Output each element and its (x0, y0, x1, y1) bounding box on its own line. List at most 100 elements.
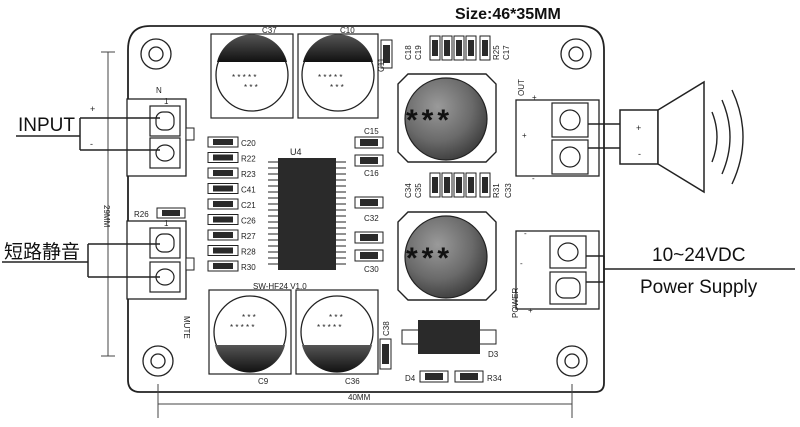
cap-c16: C16 (354, 154, 384, 178)
label-c18: C18 (404, 45, 413, 60)
diode-d3: D3 (401, 320, 499, 359)
part-c21: C21 (207, 198, 256, 210)
cap-c15: C15 (354, 127, 384, 149)
svg-text:C32: C32 (364, 214, 379, 223)
part-c20: C20 (207, 136, 256, 148)
dimension-width: 40MM (157, 384, 573, 418)
cap-c11: C11 (377, 39, 393, 72)
cap-c30-a (354, 231, 384, 244)
input-connector: N 1 (126, 86, 195, 177)
mount-hole-bl (142, 345, 174, 377)
out-plus2-silk: + (522, 131, 527, 140)
svg-text:D4: D4 (405, 374, 416, 383)
smd-top-2 (453, 35, 465, 61)
label-c19: C19 (414, 45, 423, 60)
svg-text:* * * * *: * * * * * (232, 73, 256, 82)
input-plus: + (90, 104, 95, 114)
part-c41: C41 (207, 183, 256, 195)
svg-text:-: - (638, 149, 641, 159)
label-r31: R31 (492, 183, 501, 198)
input-label: INPUT (18, 115, 75, 136)
part-r23: R23 (207, 167, 256, 179)
part-c26: C26 (207, 214, 256, 226)
smd-top-right (429, 35, 491, 61)
label-c34: C34 (404, 183, 413, 198)
input-ref: N (156, 86, 162, 95)
mute-connector: 1 MUTE (126, 219, 195, 339)
cap-c37: * * * * * * * * C37 (210, 26, 294, 119)
input-minus: - (90, 139, 93, 149)
svg-text:* * * * *: * * * * * (317, 323, 341, 332)
part-r22: R22 (207, 152, 256, 164)
cap-c9: * * * * * * * * C9 (208, 289, 292, 386)
dim-width-label: 40MM (348, 393, 371, 402)
out-minus-silk: - (532, 174, 535, 183)
svg-text:C21: C21 (241, 201, 256, 210)
speaker-icon: + - (619, 80, 744, 194)
svg-text:* * * * *: * * * * * (230, 323, 254, 332)
mute-pin1: 1 (164, 219, 169, 228)
label-c35: C35 (414, 183, 423, 198)
cap-c32: C32 (354, 196, 384, 223)
dimension-height: 29MM (101, 51, 115, 357)
svg-text:C37: C37 (262, 26, 277, 35)
power-plus-silk: + (528, 306, 533, 315)
smd-mid-1 (441, 172, 453, 198)
svg-text:* * *: * * * (242, 313, 256, 322)
cap-c38: C38 (379, 321, 392, 370)
svg-text:R28: R28 (241, 248, 256, 257)
power-minus-silk: - (524, 229, 527, 238)
smd-top-1 (441, 35, 453, 61)
input-pin1: 1 (164, 97, 169, 106)
out-silk: OUT (517, 79, 526, 96)
svg-text:C15: C15 (364, 127, 379, 136)
svg-text:R22: R22 (241, 155, 256, 164)
svg-text:* * *: * * * (244, 83, 258, 92)
resistor-r34: R34 (454, 370, 502, 383)
svg-text:* * *: * * * (330, 83, 344, 92)
smd-mid-2 (453, 172, 465, 198)
svg-text:* * * * *: * * * * * (318, 73, 342, 82)
part-r28: R28 (207, 245, 256, 257)
part-r30: R30 (207, 260, 256, 272)
ic-label: U4 (290, 147, 302, 157)
size-title: Size:46*35MM (455, 6, 561, 23)
label-c33: C33 (504, 183, 513, 198)
svg-text:C10: C10 (340, 26, 355, 35)
svg-text:* * *: * * * (329, 313, 343, 322)
svg-text:***: *** (406, 104, 453, 137)
smd-mid-3 (465, 172, 477, 198)
smd-top-4 (479, 35, 491, 61)
cap-c30: C30 (354, 249, 384, 274)
power-silk: POWER (511, 288, 520, 318)
svg-text:+: + (636, 123, 641, 133)
svg-text:C16: C16 (364, 169, 379, 178)
svg-text:C36: C36 (345, 377, 360, 386)
smd-mid-right (429, 172, 491, 198)
svg-text:C38: C38 (382, 321, 391, 336)
mute-silk: MUTE (182, 316, 191, 339)
part-r26: R26 (134, 207, 186, 219)
svg-text:D3: D3 (488, 350, 499, 359)
dim-height-label: 29MM (102, 205, 111, 228)
mount-hole-br (556, 345, 588, 377)
svg-text:R26: R26 (134, 210, 149, 219)
out-plus-silk: + (532, 93, 537, 102)
mute-cn-label: 短路静音 (4, 241, 80, 263)
svg-text:R34: R34 (487, 374, 502, 383)
smd-mid-4 (479, 172, 491, 198)
svg-text:R30: R30 (241, 263, 256, 272)
svg-text:***: *** (406, 242, 453, 275)
svg-text:R27: R27 (241, 232, 256, 241)
svg-text:C41: C41 (241, 186, 256, 195)
inductor-top: *** (397, 73, 497, 163)
power-minus2-silk: - (520, 259, 523, 268)
svg-text:R23: R23 (241, 170, 256, 179)
diode-d4: D4 (405, 370, 449, 383)
svg-text:C26: C26 (241, 217, 256, 226)
svg-text:C9: C9 (258, 377, 269, 386)
inductor-bottom: *** (397, 211, 497, 301)
part-r27: R27 (207, 229, 256, 241)
